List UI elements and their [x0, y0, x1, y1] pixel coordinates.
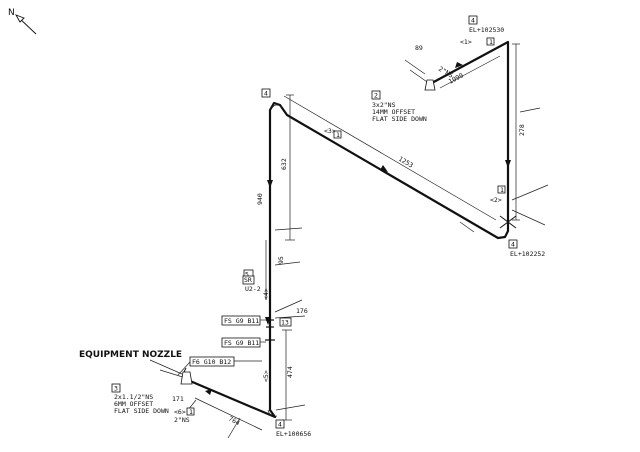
support-tag-label: U2-2 — [245, 285, 261, 293]
svg-text:5: 5 — [245, 271, 249, 279]
svg-text:4: 4 — [511, 241, 515, 249]
number-box: 3 — [111, 383, 121, 393]
dimension-value: 764 — [227, 415, 241, 428]
segment-tag: <1> — [460, 38, 472, 46]
number-box: 4 — [275, 419, 285, 429]
dimension-value: 176 — [296, 307, 308, 315]
svg-text:13: 13 — [281, 319, 289, 327]
reducer-note-bottom: 2x1.1/2"NS 6MM OFFSET FLAT SIDE DOWN — [114, 393, 169, 415]
svg-text:SR: SR — [244, 276, 252, 284]
flow-arrow-icon — [205, 62, 511, 395]
number-box: 4 — [261, 88, 271, 98]
number-box: 2 — [371, 90, 381, 100]
number-box: 1 — [186, 407, 195, 416]
dimension-value: 171 — [172, 395, 184, 403]
dimension-value: 474 — [286, 366, 294, 378]
elevation-right: EL+102252 — [510, 250, 545, 258]
reducer-note-top: 3x2"NS 14MM OFFSET FLAT SIDE DOWN — [372, 101, 427, 123]
number-box: 4 — [508, 239, 518, 249]
segment-tag: <3> — [324, 127, 336, 135]
svg-text:1: 1 — [489, 38, 493, 46]
elevation-top: EL+102530 — [469, 26, 504, 34]
svg-text:1: 1 — [189, 408, 193, 416]
leader-lines — [159, 107, 549, 439]
svg-text:F6 G10 B12: F6 G10 B12 — [192, 358, 231, 366]
number-box: 1 — [333, 130, 342, 139]
number-box: 1 — [486, 37, 495, 46]
dimension-lines — [194, 43, 520, 431]
svg-text:4: 4 — [264, 90, 268, 98]
segment-tag: <4> — [262, 288, 270, 300]
support-tag: FS G9 B11 — [221, 337, 261, 348]
svg-text:FS G9 B11: FS G9 B11 — [224, 317, 259, 325]
svg-text:FLAT SIDE DOWN: FLAT SIDE DOWN — [372, 115, 427, 123]
svg-text:1: 1 — [336, 131, 340, 139]
svg-text:2x1.1/2"NS: 2x1.1/2"NS — [114, 393, 153, 401]
equipment-nozzle-label: EQUIPMENT NOZZLE — [79, 350, 182, 360]
north-arrow-icon — [14, 14, 37, 35]
size-label: 2"NS — [174, 416, 190, 424]
svg-text:FS G9 B11: FS G9 B11 — [224, 339, 259, 347]
dimension-value: 632 — [280, 158, 288, 170]
elevation-bottom: EL+100656 — [276, 430, 311, 438]
dimension-value: 95 — [277, 256, 285, 264]
dimension-value: 89 — [415, 44, 423, 52]
svg-text:6MM OFFSET: 6MM OFFSET — [114, 400, 153, 408]
support-tag: F6 G10 B12 — [189, 356, 235, 367]
svg-text:4: 4 — [471, 17, 475, 25]
svg-text:14MM OFFSET: 14MM OFFSET — [372, 108, 415, 116]
elbow-bottom — [267, 409, 278, 417]
svg-text:1: 1 — [500, 186, 504, 194]
svg-text:3x2"NS: 3x2"NS — [372, 101, 396, 109]
segment-tag: <6> — [174, 408, 186, 416]
elbow-top-left — [271, 104, 284, 109]
pipe-route — [181, 40, 510, 419]
fitting-marks — [180, 79, 517, 385]
number-box: 4 — [468, 15, 478, 25]
number-box: 1 — [497, 185, 506, 194]
svg-text:3: 3 — [114, 385, 118, 393]
segment-tag: <5> — [262, 370, 270, 382]
support-tag: FS G9 B11 — [221, 315, 261, 326]
svg-text:FLAT SIDE DOWN: FLAT SIDE DOWN — [114, 407, 169, 415]
segment-tag: <2> — [490, 196, 502, 204]
north-label: N — [8, 8, 15, 18]
support-tag: SR — [242, 275, 255, 285]
dimension-value: 278 — [518, 124, 526, 136]
number-box: 13 — [279, 317, 292, 327]
svg-text:2: 2 — [374, 92, 378, 100]
svg-text:4: 4 — [278, 421, 282, 429]
dimension-value: 940 — [256, 193, 264, 205]
